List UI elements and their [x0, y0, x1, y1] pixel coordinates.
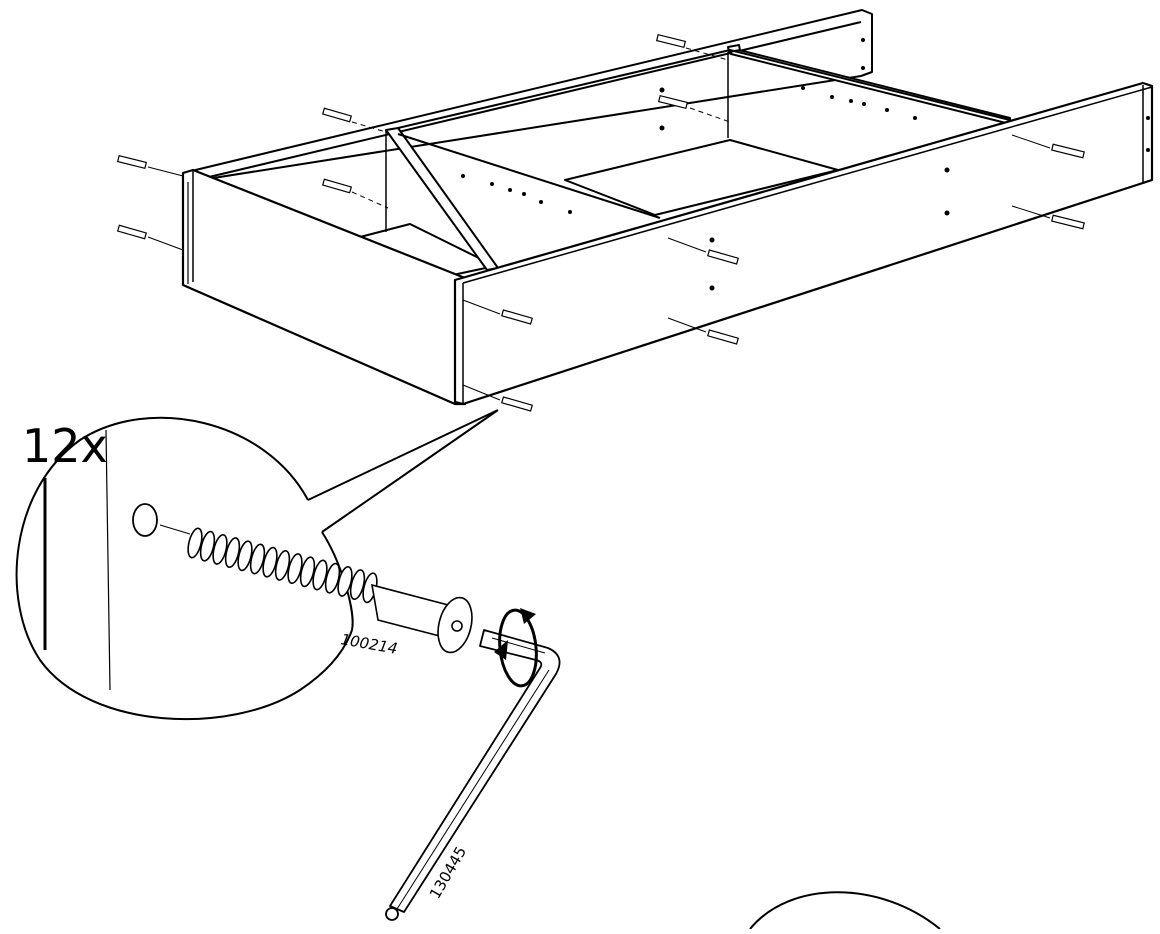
dowel-part-number: 100214 [339, 630, 399, 658]
dowel-screw [667, 237, 739, 265]
drawer-frame [181, 9, 1154, 406]
dowel-screw [321, 178, 389, 209]
dowel-screw [321, 107, 387, 133]
quantity-indicator: 12x [22, 419, 108, 650]
pre-drilled-holes [461, 38, 1150, 291]
thread-coil [312, 559, 328, 591]
dowel-screw [657, 94, 731, 123]
thread-coil [212, 533, 228, 565]
detail-callout [15, 409, 499, 721]
dowel-screws [116, 33, 1085, 412]
dowel-screw [667, 317, 739, 345]
thread-coil [349, 569, 366, 601]
thread-coil [237, 540, 253, 572]
thread-coil [262, 546, 278, 578]
dowel-screw [116, 154, 184, 177]
front-side-panel [453, 81, 1154, 406]
dowel-screw [1011, 205, 1085, 230]
dowel-screw [1011, 134, 1085, 159]
dowel-screw [462, 384, 533, 412]
dowel-screw-large [187, 527, 473, 654]
thread-coil [249, 543, 266, 575]
next-detail-circle [749, 891, 941, 930]
thread-coil [337, 565, 353, 597]
thread-coil [324, 562, 341, 594]
clockwise-rotation-arrow-icon [494, 608, 538, 688]
thread-coil [187, 527, 203, 559]
thread-coil [199, 530, 216, 562]
dowel-screw [116, 224, 184, 251]
thread-coil [299, 556, 316, 588]
magnifier-circle [15, 416, 353, 721]
dowel-screw [655, 33, 729, 61]
thread-coil [287, 553, 303, 585]
callout-pointer [307, 409, 499, 533]
thread-coil [274, 549, 291, 581]
thread-coil [224, 537, 241, 569]
dowel-screw [462, 299, 533, 325]
quantity-label: 12x [22, 419, 108, 473]
left-end-panel [181, 168, 467, 406]
